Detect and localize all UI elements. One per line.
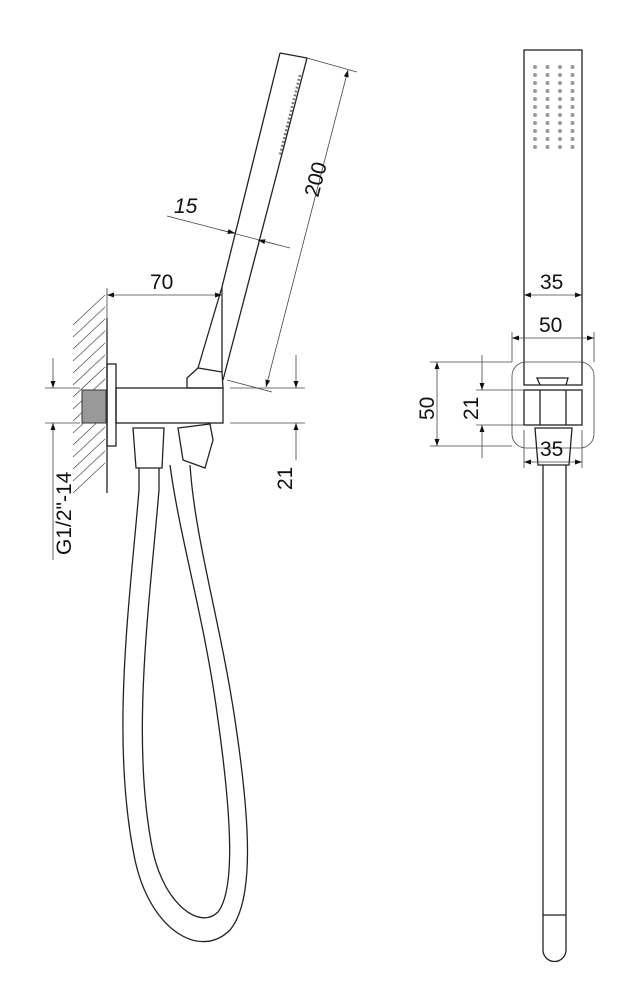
dim-label-projection: 70 (150, 271, 173, 294)
nozzle-dot (545, 121, 550, 125)
coupling-front (534, 427, 573, 466)
hatch-line (72, 294, 106, 326)
nozzle-dot (533, 121, 537, 125)
dim-label-handshower-thickness: 15 (174, 195, 198, 218)
nozzle-dot (545, 89, 550, 93)
hatch-line (72, 462, 106, 494)
hatch-line (72, 342, 106, 374)
nozzle-dot (570, 129, 575, 133)
nozzle-dot (545, 81, 550, 85)
nozzle-dot (558, 113, 562, 117)
side-view: 200 15 70 21 G1/2"-14 (45, 52, 358, 943)
dim-21-side: 21 (230, 355, 305, 490)
nozzle-dot (558, 105, 562, 109)
nozzle-dot (570, 81, 575, 85)
outlet-block (523, 389, 583, 426)
nozzle-dot (570, 113, 575, 117)
nozzle-dot (558, 97, 562, 101)
nozzle-dot (533, 113, 537, 117)
handshower-side (186, 52, 308, 389)
nozzle-dot (558, 145, 562, 149)
nozzle-dot (533, 73, 537, 77)
front-view: 35 50 50 21 35 (416, 49, 595, 963)
nozzle-dot (558, 89, 562, 93)
nozzle-dot (570, 145, 575, 149)
dim-label-coupling-width: 35 (540, 438, 563, 461)
nozzle-dot (533, 81, 537, 85)
outlet-arm (115, 387, 224, 424)
nozzle-dot (545, 65, 550, 69)
nozzle-dot (533, 65, 537, 69)
hatch-line (72, 450, 106, 482)
nozzle-dot (558, 81, 562, 85)
nozzle-dot (545, 113, 550, 117)
nozzle-dot (545, 137, 550, 141)
nozzle-dot (558, 73, 562, 77)
nozzle-dot (533, 97, 537, 101)
dim-label-thread: G1/2"-14 (53, 471, 76, 555)
dim-35-bottom: 35 (523, 430, 583, 468)
dim-50-width: 50 (511, 314, 595, 362)
nozzle-dot (545, 97, 550, 101)
hatch-line (72, 354, 106, 386)
dim-70: 70 (106, 271, 223, 330)
nozzle-dot (570, 89, 575, 93)
dim-label-outlet-height: 21 (274, 467, 297, 490)
nozzle-dot (570, 73, 575, 77)
nozzle-dot (558, 129, 562, 133)
nozzle-dot (533, 129, 537, 133)
handshower-front (523, 49, 583, 386)
dim-200: 200 (226, 57, 358, 393)
dim-thread: G1/2"-14 (45, 358, 80, 560)
hose-front (542, 465, 567, 963)
dim-label-outlet-height-front: 21 (460, 397, 483, 420)
nozzle-dot (533, 137, 537, 141)
dim-label-handshower-length: 200 (301, 159, 332, 199)
dim-label-handshower-width: 35 (540, 271, 563, 294)
nozzle-dot (533, 105, 537, 109)
nozzle-dot (545, 145, 550, 149)
hatch-line (72, 426, 106, 458)
bracket-outline (511, 361, 595, 449)
thread-connector (81, 389, 107, 424)
hatch-line (72, 330, 106, 362)
nozzle-dot (545, 105, 550, 109)
dim-15: 15 (166, 195, 291, 249)
wall-flange (106, 363, 117, 447)
dim-label-bracket-width: 50 (539, 314, 562, 337)
nozzle-dot (570, 97, 575, 101)
nozzle-dot (558, 121, 562, 125)
nozzle-dot (558, 65, 562, 69)
nozzle-dot (545, 73, 550, 77)
dim-35-top: 35 (524, 271, 582, 298)
hose (122, 464, 249, 943)
dim-50-height: 50 (416, 361, 512, 447)
hatch-line (72, 438, 106, 470)
hatch-line (72, 366, 106, 398)
nozzle-dot (533, 89, 537, 93)
nozzle-dot (570, 137, 575, 141)
spray-nozzles (533, 65, 575, 149)
bracket-neck (536, 377, 569, 386)
nozzle-dot (558, 137, 562, 141)
nozzle-dot (570, 65, 575, 69)
hatch-line (72, 318, 106, 350)
hatch-line (72, 306, 106, 338)
dim-label-bracket-height: 50 (416, 397, 439, 420)
nozzle-dot (545, 129, 550, 133)
hose-coupling (132, 423, 214, 490)
nozzle-dot (570, 105, 575, 109)
wall-hatch (72, 294, 108, 494)
dim-21-front: 21 (460, 355, 524, 458)
nozzle-dot (570, 121, 575, 125)
nozzle-dot (533, 145, 537, 149)
